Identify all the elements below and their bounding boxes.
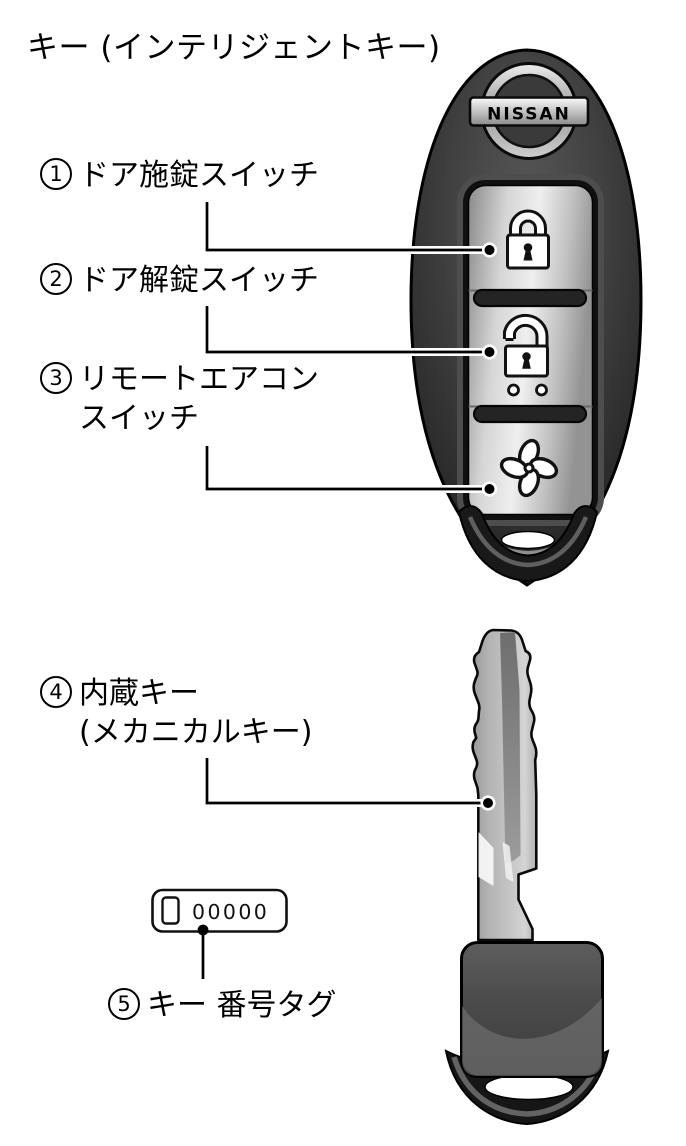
callout-label-1: 1 ドア施錠スイッチ [40,156,319,195]
label-text-2: ドア解錠スイッチ [79,263,319,298]
key-number-tag: 00000 [151,888,288,933]
lock-open-icon [503,313,549,397]
tag-hole [161,896,180,925]
mechanical-key [444,628,610,1126]
page-title: キー (インテリジェントキー) [27,30,441,66]
label-text-4-line1: 内蔵キー [79,676,199,711]
key-fob: NISSAN [409,48,643,587]
callout-lines [197,202,498,979]
circled-number-2: 2 [40,263,72,295]
callout-line-3 [205,446,487,491]
circled-number-4: 4 [40,676,72,708]
tag-outline [151,888,288,933]
indicator-dots [507,383,548,397]
key-blade-groove [500,632,521,864]
key-blade-highlight [502,842,514,882]
circled-number-3: 3 [40,362,72,394]
callout-dot-3 [481,481,498,497]
separator-pill [472,404,588,424]
callout-dot-1 [481,242,498,258]
fan-icon [499,438,559,498]
callout-dot-4 [480,795,496,811]
callout-line-1 [205,202,487,252]
callout-label-3: 3 リモートエアコン スイッチ [40,360,319,438]
tag-digits: 00000 [192,900,269,924]
callout-line-4 [203,758,485,807]
keyring-slot [457,505,599,583]
callout-dot-5 [197,924,209,936]
callout-label-5: 5 キー 番号タグ [108,986,337,1025]
label-text-3-line1: リモートエアコン [79,362,319,397]
circled-number-5: 5 [108,988,140,1020]
circled-number-1: 1 [40,158,72,190]
nissan-banner [468,96,590,127]
lock-closed-icon [506,209,550,270]
label-text-3-line2: スイッチ [79,401,199,436]
key-head [460,941,604,1078]
nissan-emblem: NISSAN [468,62,590,160]
separator-pill [472,288,588,308]
callout-label-2: 2 ドア解錠スイッチ [40,261,319,300]
brand-text: NISSAN [487,105,571,125]
key-blade-highlight [478,832,494,886]
callout-line-2 [205,306,487,354]
label-text-5: キー 番号タグ [147,988,337,1023]
callout-label-4: 4 内蔵キー (メカニカルキー) [40,674,312,752]
label-text-4-line2: (メカニカルキー) [79,715,313,750]
callout-line-4 [205,758,485,805]
label-text-1: ドア施錠スイッチ [79,158,319,193]
callout-dot-2 [481,344,498,360]
